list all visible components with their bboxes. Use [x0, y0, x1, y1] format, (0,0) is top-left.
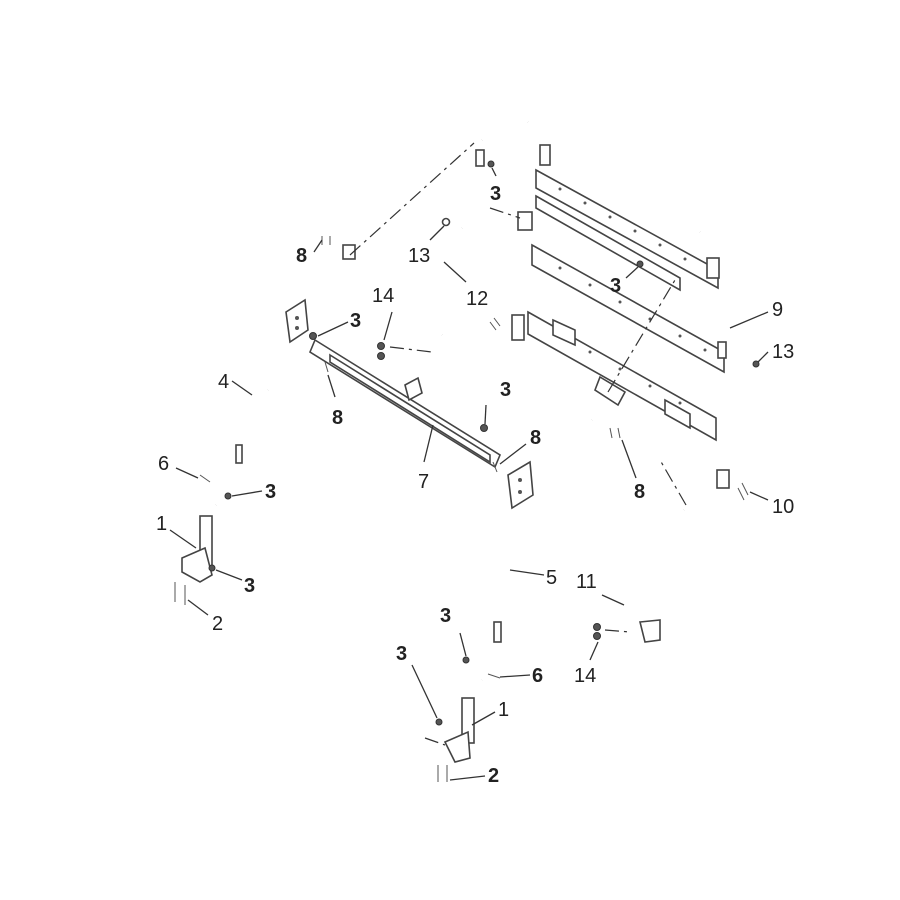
bottom-foot-bracket-part-1	[443, 697, 475, 763]
alignment-lines	[349, 142, 687, 746]
callout-3-bar-left: 3	[350, 310, 361, 332]
callout-9: 9	[772, 299, 783, 321]
grab-bar-part-12	[427, 226, 466, 367]
callout-13-top: 13	[408, 245, 430, 267]
callout-6-left: 6	[158, 453, 169, 475]
callout-3-rear-upper: 3	[610, 275, 621, 297]
callout-8-bar: 8	[332, 407, 343, 429]
callout-3-right-leg: 3	[440, 605, 451, 627]
callout-1-left: 1	[156, 513, 167, 535]
callout-13-right: 13	[772, 341, 794, 363]
callout-14-bottom: 14	[574, 665, 596, 687]
callout-3-top: 3	[490, 183, 501, 205]
callout-7: 7	[418, 471, 429, 493]
callout-8-center: 8	[530, 427, 541, 449]
callout-12: 12	[466, 288, 488, 310]
crossbar-part-7	[308, 338, 502, 469]
callout-11: 11	[576, 571, 597, 593]
callout-10: 10	[772, 496, 794, 518]
left-pillar-part-4	[210, 244, 356, 508]
left-foot-bracket-part-1	[181, 515, 213, 583]
callout-3-left-lower: 3	[265, 481, 276, 503]
rear-frame-part-9	[477, 111, 734, 489]
leader-lines	[169, 167, 769, 781]
callout-5: 5	[546, 567, 557, 589]
right-pillar-part-5	[476, 415, 596, 682]
callout-8-top: 8	[296, 245, 307, 267]
callout-6-right: 6	[532, 665, 543, 687]
callout-3-center: 3	[500, 379, 511, 401]
callout-2-bottom: 2	[488, 765, 499, 787]
side-bar-part-11	[618, 506, 686, 643]
callout-3-left-foot: 3	[244, 575, 255, 597]
callout-1-bottom: 1	[498, 699, 509, 721]
callout-3-bottom-foot: 3	[396, 643, 407, 665]
hardware	[174, 149, 760, 782]
callout-8-right: 8	[634, 481, 645, 503]
callout-labels: 1 2 6 3 3 4 8 3 8 7 3 8 14 12 13 3 3 9 1…	[156, 183, 794, 787]
callout-4: 4	[218, 371, 229, 393]
callout-2-left: 2	[212, 613, 223, 635]
callout-14-left: 14	[372, 285, 394, 307]
